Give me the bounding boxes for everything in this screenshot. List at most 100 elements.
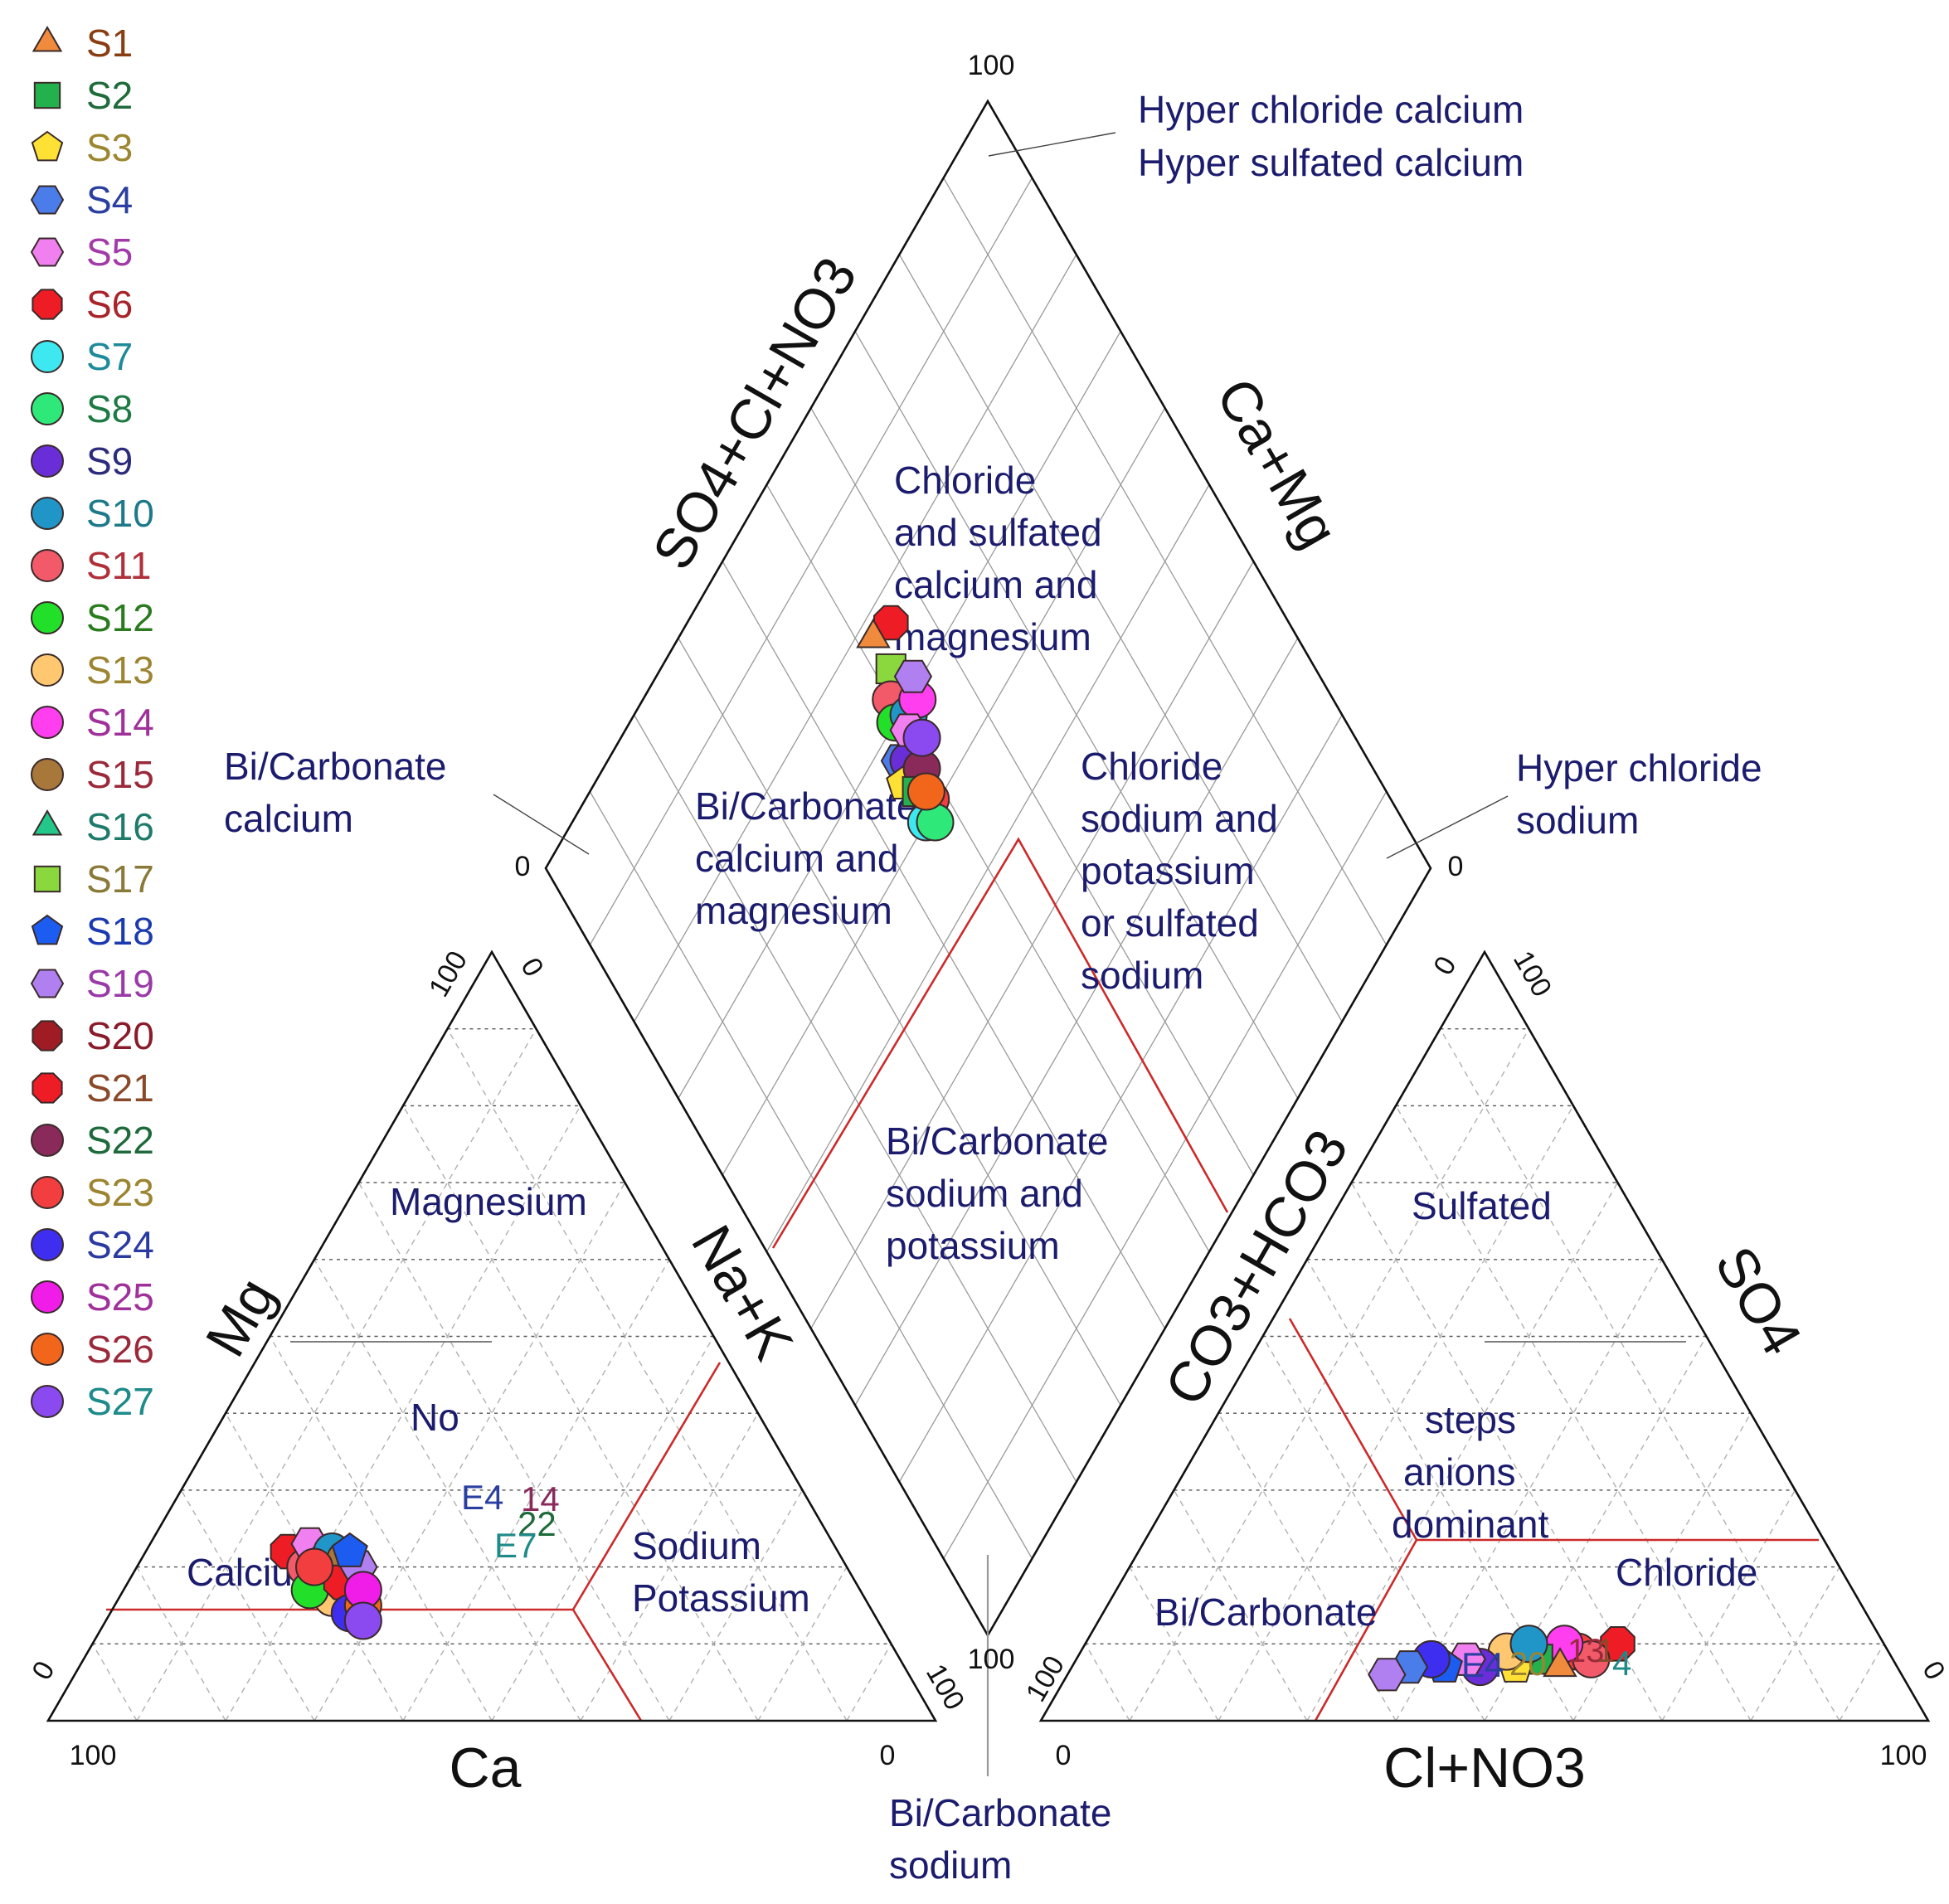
zone-no-dominant-cation: No [411,1396,459,1439]
boundary-cation-sodium [571,1362,722,1610]
grid-line [491,1336,715,1722]
tick-labels: 100 0 0 100 100 0 0 100 100 0 0 100 100 … [26,50,1949,1771]
diamond-frame [544,99,1432,1638]
zone-cl-so4-ca-mg-4: magnesium [894,615,1091,658]
diamond-point [893,659,933,693]
legend-marker [31,653,64,687]
grid-line [846,1643,892,1722]
legend-marker [31,1333,64,1366]
legend-marker [31,444,64,478]
grid-line [357,1182,670,1722]
legend-marker [30,237,65,267]
zone-bicarbonate: Bi/Carbonate [1154,1591,1378,1634]
axis-title-clno3: Cl+NO3 [1383,1736,1586,1800]
tick-diamond-left: 0 [515,851,531,882]
cation-point [295,1547,333,1586]
zone-hyper-cl-na-1: Hyper chloride [1516,746,1762,789]
legend-marker [31,340,64,373]
grid-line [757,1566,848,1722]
zone-bicarb-ca-1: Bi/Carbonate [224,745,447,788]
legend-label: S7 [86,335,133,378]
axis-title-camg: Ca+Mg [1204,368,1350,558]
anion-triangle-frame [1038,950,1931,1722]
zone-bicarb-na-1: Bi/Carbonate [889,1791,1112,1834]
point-label: E4 [1461,1645,1504,1684]
zone-labels: Hyper chloride calcium Hyper sulfated ca… [187,88,1762,1887]
cation-point [343,1601,382,1640]
zone-cl-na-k-3: potassium [1081,849,1255,892]
point-label: E4 [461,1478,503,1517]
axis-title-co3hco3: CO3+HCO3 [1153,1120,1360,1416]
legend-label: S11 [86,544,151,587]
diamond-point [873,605,909,641]
tick-cation-apex-0: 0 [514,953,549,982]
grid-line [1261,1336,1485,1722]
legend-marker [31,549,64,582]
zone-sodium-potassium-2: Potassium [632,1576,810,1620]
legend-marker [33,865,61,893]
grid-line [810,561,1254,1329]
legend-label: S5 [86,231,133,274]
cation-triangle-frame [46,950,938,1722]
legend-label: S9 [86,440,133,483]
grid-line [898,254,1343,1022]
tick-cation-base-0: 0 [880,1740,896,1771]
legend-label: S20 [86,1014,154,1057]
zone-bicarb-ca-mg-2: calcium and [695,837,898,880]
legend-label: S8 [86,387,133,430]
tick-diamond-bottom: 100 [968,1644,1015,1675]
zone-no-dominant-anion-2: anions [1403,1450,1516,1494]
grid-lines [91,177,1885,1722]
grid-line [1350,1182,1663,1722]
grid-line [1129,1566,1219,1722]
zone-no-dominant-anion-1: steps [1425,1398,1516,1441]
legend-marker [32,809,63,836]
legend-label: S14 [86,701,154,744]
anion-point [1509,1625,1548,1664]
diagram-frames [46,99,1931,1722]
legend-label: S26 [86,1328,154,1371]
zone-sulfated: Sulfated [1412,1184,1552,1227]
diamond-point [902,718,941,757]
tick-anion-base-0: 0 [1056,1740,1072,1771]
axis-title-so4clno3: SO4+Cl+NO3 [640,247,869,580]
grid-line [180,1489,315,1722]
grid-line [1439,1028,1840,1722]
leader-line [988,132,1116,157]
diamond-point [906,772,945,811]
grid-line [943,791,1388,1559]
legend-label: S27 [86,1380,154,1423]
zone-magnesium: Magnesium [390,1180,587,1223]
legend-marker [32,1072,63,1104]
point-label: 14 [521,1479,560,1518]
legend-marker [33,81,61,109]
grid-line [1306,1182,1619,1722]
grid-line [269,1336,493,1722]
legend-marker [31,1385,64,1418]
tick-anion-apex-100: 100 [1507,945,1558,1002]
classification-boundaries [106,837,1819,1722]
legend-marker [31,1228,64,1261]
axis-title-mg: Mg [194,1268,288,1367]
legend-marker [31,497,64,530]
legend-label: S23 [86,1171,154,1214]
zone-cl-na-k-4: or sulfated [1081,901,1259,945]
tick-cation-left-0: 0 [26,1656,61,1685]
anion-point [1600,1626,1636,1662]
legend-marker [31,392,64,425]
grid-line [1173,1489,1308,1722]
legend-label: S24 [86,1223,154,1266]
legend-marker [31,758,64,791]
boundary-diamond-inner [771,837,1229,1249]
zone-chloride: Chloride [1616,1551,1757,1594]
zone-bicarb-na-k-1: Bi/Carbonate [886,1120,1109,1163]
tick-anion-base-100: 100 [1880,1740,1927,1771]
zone-bicarb-ca-2: calcium [224,797,353,840]
legend-marker [31,601,64,634]
zone-bicarb-na-k-3: potassium [886,1224,1060,1267]
legend-marker [32,1020,63,1052]
legend-label: S17 [86,857,154,901]
zone-hyper-sulfated-calcium: Hyper sulfated calcium [1138,141,1524,184]
axis-title-ca: Ca [450,1736,522,1800]
grid-line [1661,1489,1796,1722]
